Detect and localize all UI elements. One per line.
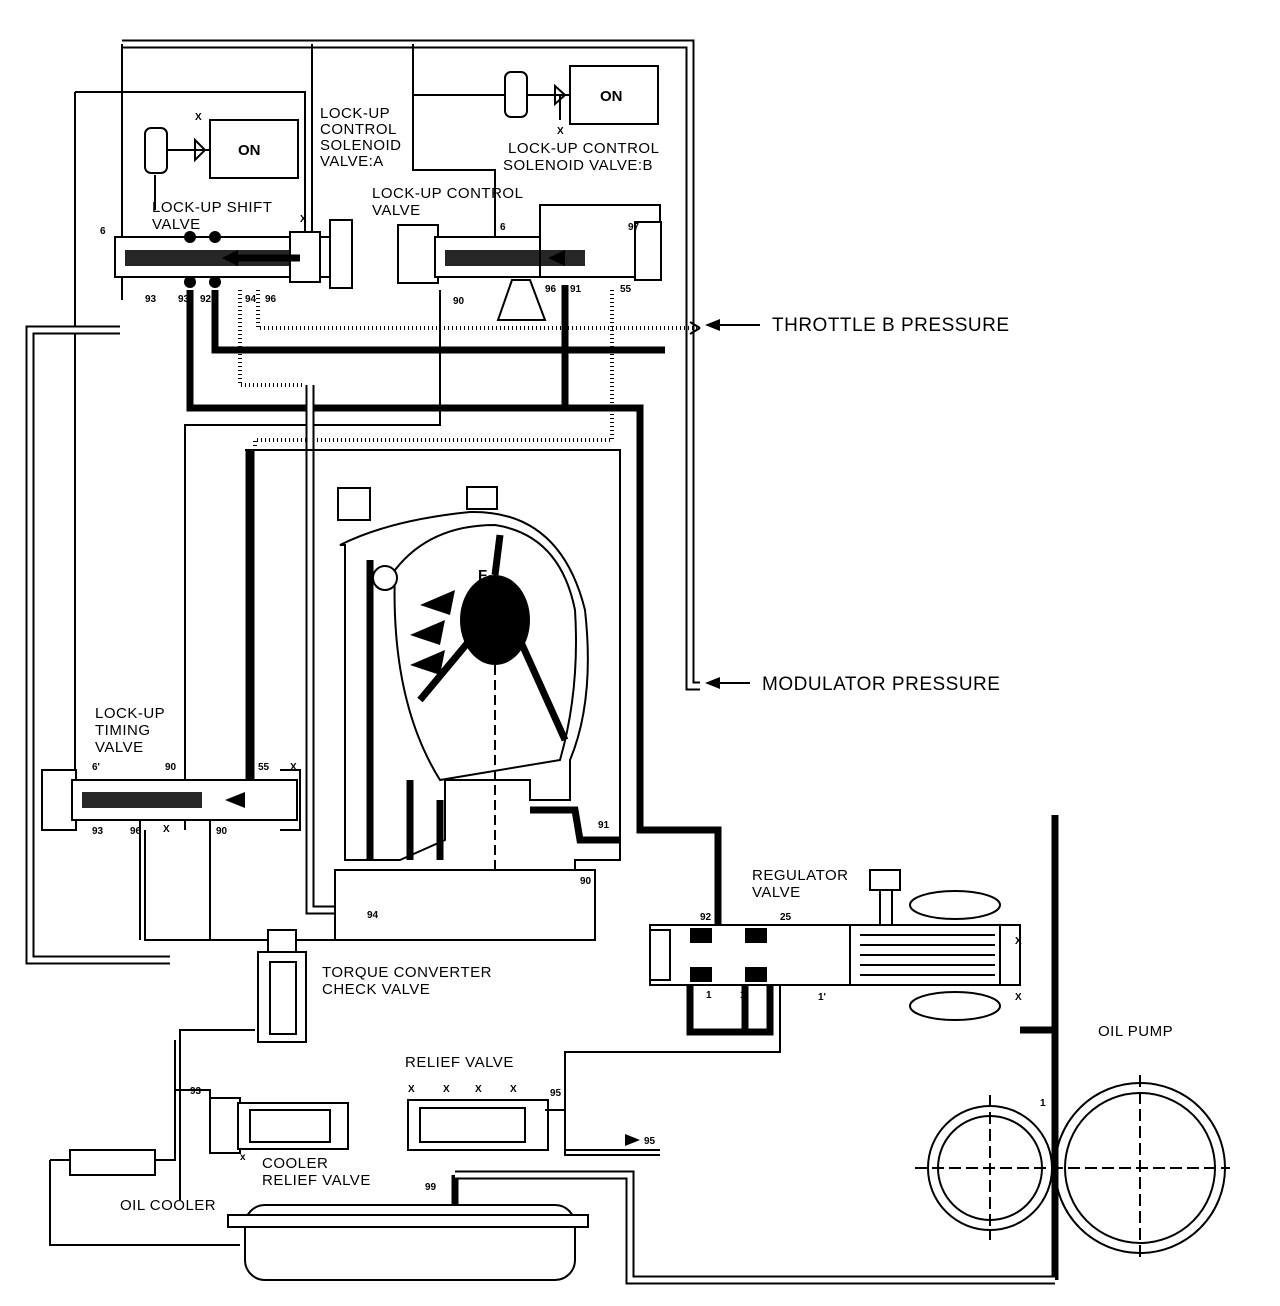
port-6: 6 — [500, 222, 506, 233]
label-throttle-b-pressure: THROTTLE B PRESSURE — [772, 315, 1010, 336]
exhaust-x: X — [290, 762, 297, 773]
port-90: 90 — [216, 826, 228, 837]
label-cooler-relief-valve-1: COOLER — [262, 1155, 328, 1172]
label-solenoid-b-2: SOLENOID VALVE:B — [503, 157, 653, 174]
label-solenoid-a-3: SOLENOID — [320, 137, 402, 154]
label-f1: F₁ — [478, 567, 493, 584]
oil-pump — [915, 1030, 1230, 1280]
port-93: 93 — [178, 294, 190, 305]
lockup-control-solenoid-a — [144, 119, 299, 210]
regulator-valve — [564, 815, 1059, 1151]
label-lockup-shift-valve-2: VALVE — [152, 216, 201, 233]
port-25: 25 — [780, 912, 792, 923]
label-solenoid-b-1: LOCK-UP CONTROL — [508, 140, 659, 157]
label-timing-valve-1: LOCK-UP — [95, 705, 165, 722]
pressure-pointers — [625, 319, 760, 1146]
lockup-control-valve — [397, 204, 662, 321]
label-regulator-valve-1: REGULATOR — [752, 867, 848, 884]
label-lockup-shift-valve-1: LOCK-UP SHIFT — [152, 199, 272, 216]
port-93: 93 — [145, 294, 157, 305]
label-relief-valve: RELIEF VALVE — [405, 1054, 514, 1071]
exhaust-x: X — [1015, 936, 1022, 947]
port-92: 92 — [700, 912, 712, 923]
lockup-timing-valve — [41, 769, 301, 940]
label-on-a: ON — [238, 142, 261, 159]
diagram-labels: LOCK-UP SHIFT VALVE LOCK-UP CONTROL SOLE… — [95, 88, 1173, 1214]
port-96: 96 — [265, 294, 277, 305]
exhaust-x: X — [300, 214, 307, 225]
port-90: 90 — [453, 296, 465, 307]
port-91: 91 — [570, 284, 582, 295]
exhaust-x: X — [163, 824, 170, 835]
exhaust-x: X — [510, 1084, 517, 1095]
port-1-prime: 1' — [818, 992, 826, 1003]
port-93: 93 — [92, 826, 104, 837]
port-96: 96 — [130, 826, 142, 837]
oil-cooler — [49, 1040, 1055, 1285]
exhaust-x: x — [240, 1152, 246, 1163]
torque-converter-check-valve — [179, 929, 307, 1200]
label-timing-valve-2: TIMING — [95, 722, 151, 739]
port-55: 55 — [258, 762, 270, 773]
port-94: 94 — [245, 294, 257, 305]
label-tc-check-valve-1: TORQUE CONVERTER — [322, 964, 492, 981]
label-solenoid-a-4: VALVE:A — [320, 153, 384, 170]
exhaust-x: X — [443, 1084, 450, 1095]
port-90: 90 — [580, 876, 592, 887]
port-99: 99 — [425, 1182, 437, 1193]
torque-converter — [334, 486, 620, 941]
port-55: 55 — [620, 284, 632, 295]
frame-lines — [25, 39, 700, 965]
label-oil-cooler: OIL COOLER — [120, 1197, 216, 1214]
port-93: 93 — [190, 1086, 202, 1097]
exhaust-x: X — [1015, 992, 1022, 1003]
lockup-control-solenoid-b — [504, 65, 659, 125]
cooler-relief-valve — [175, 1089, 349, 1154]
port-90: 90 — [165, 762, 177, 773]
exhaust-x: X — [408, 1084, 415, 1095]
port-95: 95 — [550, 1088, 562, 1099]
port-1: 1 — [706, 990, 712, 1001]
port-96: 96 — [545, 284, 557, 295]
port-1: 1 — [1040, 1098, 1046, 1109]
relief-valve — [407, 1099, 660, 1156]
exhaust-x: X — [475, 1084, 482, 1095]
label-oil-pump: OIL PUMP — [1098, 1023, 1173, 1040]
lockup-shift-valve — [114, 219, 353, 289]
port-91: 91 — [598, 820, 610, 831]
exhaust-x: X — [195, 112, 202, 123]
port-92: 92 — [200, 294, 212, 305]
port-numbers: 93 93 92 94 96 90 96 91 55 97 6 6 6' 90 … — [92, 112, 1046, 1193]
label-solenoid-a-1: LOCK-UP — [320, 105, 390, 122]
label-tc-check-valve-2: CHECK VALVE — [322, 981, 430, 998]
label-on-b: ON — [600, 88, 623, 105]
label-cooler-relief-valve-2: RELIEF VALVE — [262, 1172, 371, 1189]
port-94: 94 — [367, 910, 379, 921]
label-lockup-control-valve-1: LOCK-UP CONTROL — [372, 185, 523, 202]
label-regulator-valve-2: VALVE — [752, 884, 801, 901]
port-97: 97 — [628, 222, 640, 233]
port-6: 6 — [100, 226, 106, 237]
label-modulator-pressure: MODULATOR PRESSURE — [762, 674, 1000, 695]
label-lockup-control-valve-2: VALVE — [372, 202, 421, 219]
port-1: 1 — [740, 990, 746, 1001]
port-6: 6' — [92, 762, 100, 773]
port-95: 95 — [644, 1136, 656, 1147]
exhaust-x: X — [557, 126, 564, 137]
label-timing-valve-3: VALVE — [95, 739, 144, 756]
label-solenoid-a-2: CONTROL — [320, 121, 397, 138]
